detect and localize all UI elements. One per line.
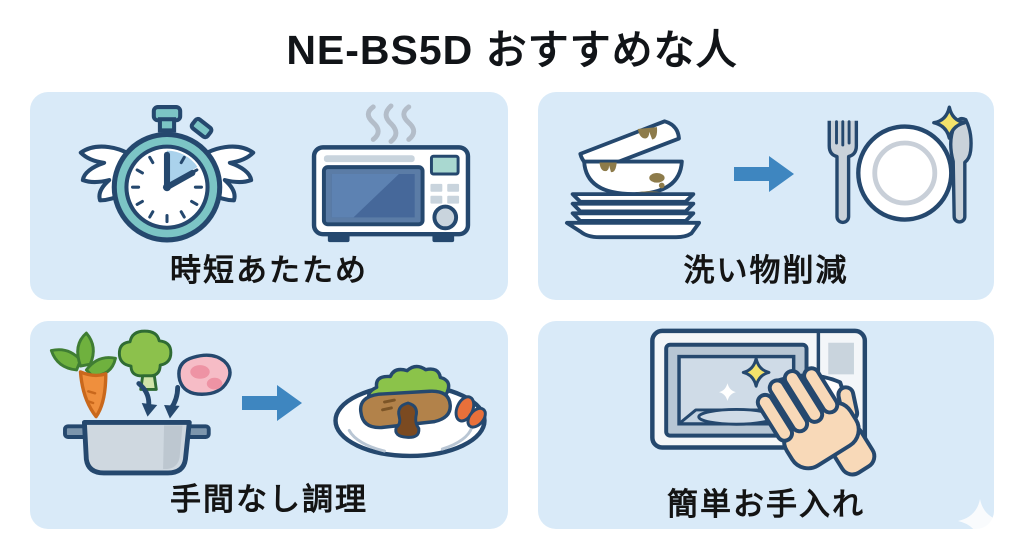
caption-less-dishwashing: 洗い物削減 bbox=[683, 253, 849, 288]
steaming-microwave-icon bbox=[311, 102, 471, 242]
control-panel-display bbox=[828, 342, 854, 375]
page-title: NE-BS5D おすすめな人 bbox=[286, 27, 738, 73]
dirty-dishes-stack-icon bbox=[564, 118, 702, 239]
corner-sparkle-icon bbox=[958, 499, 1002, 543]
sparkle-icon bbox=[932, 104, 967, 140]
feature-grid: 時短あたため bbox=[30, 92, 1002, 543]
arrow-right-icon bbox=[242, 384, 302, 421]
winged-stopwatch-icon bbox=[78, 104, 256, 242]
caption-easy-maintenance: 簡単お手入れ bbox=[667, 487, 865, 522]
knife bbox=[949, 116, 973, 224]
panel2-icon-row bbox=[538, 92, 994, 255]
title-bar: NE-BS5D おすすめな人 bbox=[0, 0, 1024, 92]
carrot-leaves bbox=[49, 331, 117, 377]
clock-wedge bbox=[167, 150, 198, 187]
carrot-garnish bbox=[466, 406, 487, 429]
panel-time-saving-reheat: 時短あたため bbox=[30, 92, 508, 300]
caption-time-saving-reheat: 時短あたため bbox=[170, 253, 368, 288]
microwave-buttons bbox=[430, 183, 460, 204]
panel-less-dishwashing: 洗い物削減 bbox=[538, 92, 994, 300]
food-drip bbox=[599, 162, 617, 172]
food-drip bbox=[637, 126, 658, 140]
broccoli bbox=[117, 329, 173, 377]
panel-no-hassle-cooking: 手間なし調理 bbox=[30, 321, 508, 529]
ingredients-into-pot-icon bbox=[49, 329, 232, 475]
caption-no-hassle-cooking: 手間なし調理 bbox=[170, 482, 368, 517]
gravy-sauce bbox=[394, 401, 421, 439]
clean-place-setting-icon bbox=[827, 104, 973, 224]
drop-arrows bbox=[136, 380, 181, 419]
arrow-right-icon bbox=[734, 155, 794, 192]
wiping-hand bbox=[755, 366, 877, 477]
carrot bbox=[78, 369, 108, 418]
clean-plate bbox=[856, 123, 954, 222]
steam-wisps bbox=[365, 102, 417, 144]
panel1-icon-row bbox=[30, 92, 508, 255]
sparkle-icon bbox=[741, 357, 771, 388]
cooking-pot bbox=[81, 419, 192, 475]
panel-easy-maintenance: 簡単お手入れ bbox=[538, 321, 1002, 543]
hand-wiping-microwave-icon bbox=[650, 328, 877, 477]
sparkle-icon bbox=[719, 383, 736, 402]
panel3-icon-row bbox=[30, 321, 508, 484]
plated-meal-icon bbox=[333, 364, 487, 458]
panel4-icon-row bbox=[538, 321, 994, 489]
microwave-knob bbox=[432, 204, 459, 230]
fork bbox=[827, 120, 859, 224]
